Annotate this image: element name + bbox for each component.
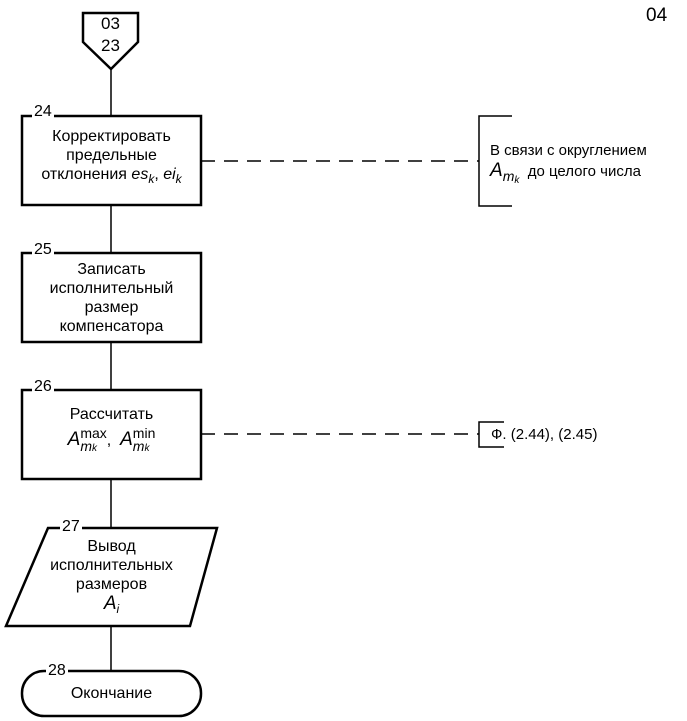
block-number: 27: [60, 518, 82, 536]
block-27-label: Вывод исполнительных размеров Ai: [22, 537, 201, 619]
block-line: исполнительный: [49, 280, 174, 297]
block-line: размеров: [75, 576, 148, 593]
var-ei: ei: [163, 166, 176, 183]
comment-formula-ref: Ф. (2.44), (2.45): [491, 426, 598, 443]
sub-k: k: [514, 175, 520, 186]
io-box-27: [4, 526, 219, 628]
sub-m: m: [502, 168, 515, 184]
block-25-label: Записать исполнительный размер компенсат…: [22, 260, 201, 336]
sup-min: min: [132, 425, 156, 441]
block-number: 25: [32, 241, 54, 259]
block-line: Вывод: [87, 538, 136, 555]
comment-bracket: [478, 115, 512, 207]
sub-k: k: [91, 443, 97, 454]
block-number: 28: [46, 662, 68, 680]
formula: Ai: [22, 594, 201, 619]
connector-line1: 03: [101, 14, 120, 33]
sym-a: A: [103, 593, 117, 614]
process-box-25: [20, 251, 203, 344]
sub-i: i: [116, 602, 120, 616]
block-line: компенсатора: [59, 318, 164, 335]
sym-a: A: [120, 429, 133, 450]
sym-a: A: [490, 160, 503, 181]
block-number: 26: [32, 378, 54, 396]
formula: A max mk , A min mk: [67, 425, 156, 454]
block-line: размер: [84, 299, 139, 316]
sym-a: A: [67, 429, 81, 450]
connector-label: 03 23: [83, 13, 138, 57]
block-26-label: Рассчитать A max mk , A min mk: [22, 405, 201, 455]
sub-m: m: [132, 438, 145, 454]
block-line: исполнительных: [50, 557, 173, 574]
block-28-label: Окончание: [70, 685, 153, 702]
sub-m: m: [80, 438, 92, 454]
sup-max: max: [80, 425, 107, 441]
var-es: es: [131, 166, 149, 183]
block-line: Записать: [77, 261, 146, 278]
comment-bracket: [478, 421, 504, 448]
block-number: 24: [32, 103, 54, 121]
process-box-26: [20, 388, 203, 481]
comment-text: до целого числа: [527, 163, 641, 180]
sub-k: k: [144, 443, 150, 454]
block-line: предельные: [66, 147, 157, 164]
comment-line: В связи с округлением: [490, 142, 647, 159]
block-line: Рассчитать: [69, 406, 154, 423]
block-text: отклонения: [41, 166, 127, 183]
block-line: Корректировать: [52, 128, 171, 145]
terminator-28: [20, 669, 203, 718]
var-ei-sub: k: [175, 172, 182, 186]
block-line: отклонения esk, eik: [41, 166, 182, 186]
comment-rounding: В связи с округлением Amk до целого числ…: [490, 141, 680, 191]
page-number: 04: [646, 5, 668, 26]
block-24-label: Корректировать предельные отклонения esk…: [22, 127, 201, 189]
offpage-connector: [81, 11, 140, 71]
connector-line2: 23: [101, 36, 120, 55]
comment-line: Amk до целого числа: [490, 161, 680, 191]
var-es-sub: k: [148, 172, 155, 186]
